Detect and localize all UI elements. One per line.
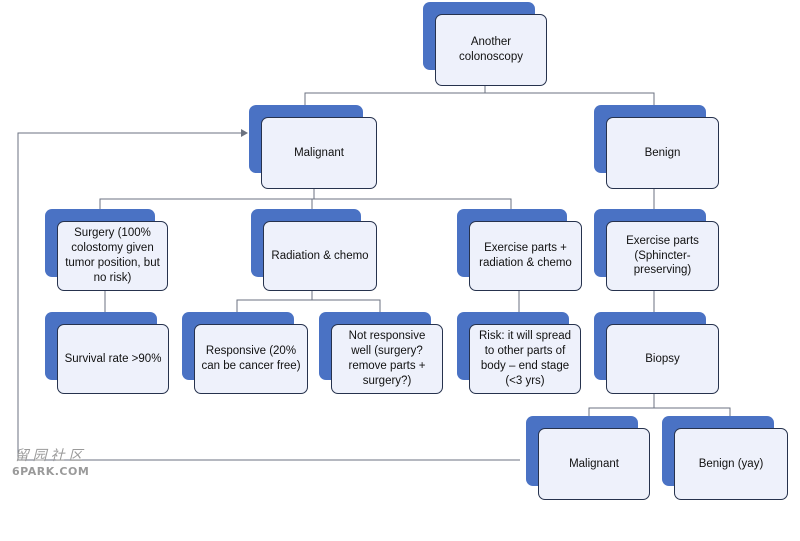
node-label: Responsive (20% can be cancer free) (194, 324, 308, 394)
node-label: Surgery (100% colostomy given tumor posi… (57, 221, 168, 291)
site-watermark: 留园社区 6PARK.COM (12, 445, 89, 478)
connector-loop-back (17, 132, 520, 461)
node-label: Exercise parts (Sphincter-preserving) (606, 221, 719, 291)
node-label: Risk: it will spread to other parts of b… (469, 324, 581, 394)
node-label: Survival rate >90% (57, 324, 169, 394)
node-label: Malignant (261, 117, 377, 189)
node-label: Radiation & chemo (263, 221, 377, 291)
node-label: Benign (yay) (674, 428, 788, 500)
connector-radiation-responsive (236, 290, 313, 322)
loop-arrowhead (241, 129, 248, 137)
node-label: Another colonoscopy (435, 14, 547, 86)
node-label: Malignant (538, 428, 650, 500)
watermark-site: 6PARK.COM (12, 465, 90, 478)
watermark-chinese: 留园社区 (14, 448, 87, 464)
node-label: Biopsy (606, 324, 719, 394)
node-label: Benign (606, 117, 719, 189)
node-label: Exercise parts + radiation & chemo (469, 221, 582, 291)
node-label: Not responsive well (surgery? remove par… (331, 324, 443, 394)
